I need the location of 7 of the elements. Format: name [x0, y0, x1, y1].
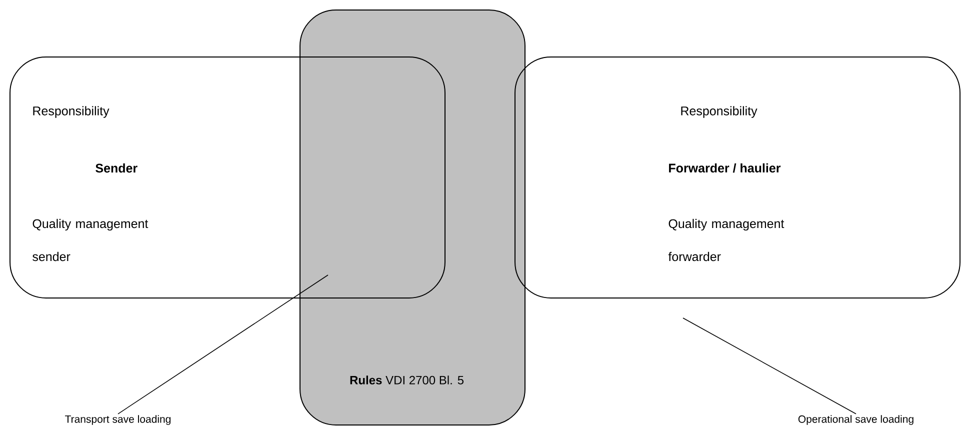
responsibility-box: Responsibility Sender Quality management sender: [10, 56, 446, 298]
responsibility-box: Responsibility Forwarder / haulier Quality management forwarder: [514, 56, 960, 298]
caption-text: Operational save loading: [798, 415, 914, 425]
rules-box: Rules VDI 2700 Bl. 5: [300, 10, 526, 426]
leader-line: [682, 318, 856, 414]
leader-line: [118, 274, 328, 414]
caption-text: Transport save loading: [65, 415, 171, 425]
